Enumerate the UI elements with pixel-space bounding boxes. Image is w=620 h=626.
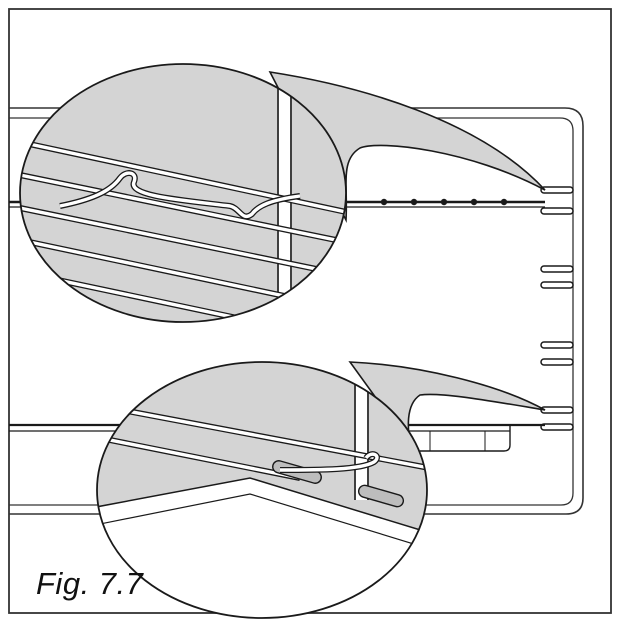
shelf-runners: [540, 186, 574, 431]
oven-cavity: [9, 107, 584, 515]
figure-caption: Fig. 7.7: [36, 566, 144, 601]
oven-cavity-inner: [9, 117, 574, 506]
top-magnifier: [19, 63, 546, 323]
